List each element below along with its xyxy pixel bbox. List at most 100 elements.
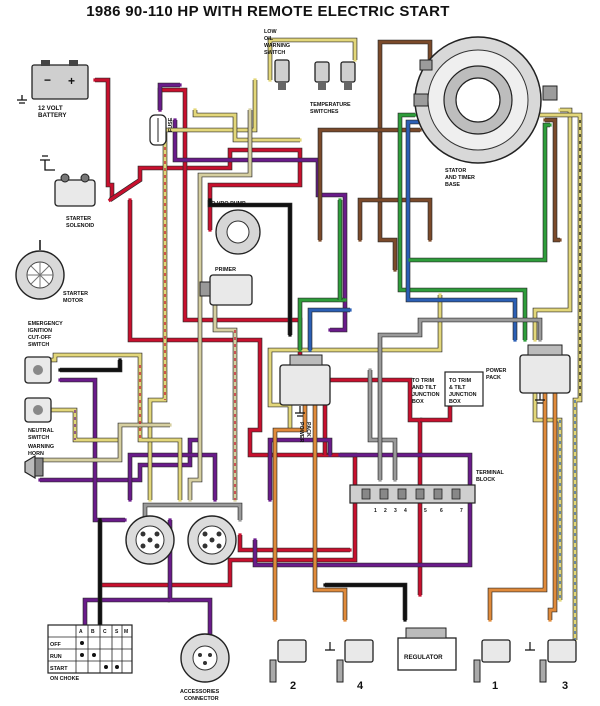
key-start: START	[50, 666, 68, 672]
stator-and-timer-base: STATOR AND TIMER BASE	[413, 36, 558, 188]
emergency-cutoff-switch: EMERGENCY IGNITION CUT-OFF SWITCH	[24, 321, 63, 384]
terminal-block: TERMINAL BLOCK 1 2 3 4 5 6 7	[349, 470, 505, 514]
trim2-label-3: JUNCTION	[449, 392, 477, 398]
ignition-coils: 2 4 1 3	[269, 639, 577, 692]
ground-symbols	[295, 393, 545, 651]
terminal-block-label-1: TERMINAL	[476, 470, 505, 476]
terminal-num-4: 4	[404, 508, 407, 514]
starter-motor-label-1: STARTER	[63, 291, 88, 297]
trim2-label-1: TO TRIM	[449, 378, 472, 384]
battery: − + 12 VOLT BATTERY	[17, 60, 89, 119]
accessories-label-1: ACCESSORIES	[180, 689, 220, 695]
battery-label-1: 12 VOLT	[38, 105, 63, 112]
key-col-a: A	[79, 629, 83, 635]
power-pack-right: POWER PACK	[486, 344, 571, 394]
emergency-label-1: EMERGENCY	[28, 321, 63, 327]
neutral-label-2: SWITCH	[28, 435, 49, 441]
terminal-num-6: 6	[440, 508, 443, 514]
terminal-block-label-2: BLOCK	[476, 477, 495, 483]
fuse-label: FUSE	[168, 117, 174, 132]
remote-connectors	[125, 515, 237, 565]
svg-text:+: +	[68, 74, 75, 88]
starter-motor: STARTER MOTOR	[15, 240, 88, 304]
temperature-label-1: TEMPERATURE	[310, 102, 351, 108]
coil-2-label: 2	[290, 680, 296, 692]
diagram-title: 1986 90-110 HP WITH REMOTE ELECTRIC STAR…	[86, 3, 450, 20]
regulator-label: REGULATOR	[404, 654, 443, 661]
gray-wires	[142, 317, 543, 522]
terminal-num-3: 3	[394, 508, 397, 514]
emergency-label-3: CUT-OFF	[28, 335, 52, 341]
battery-label-2: BATTERY	[38, 112, 67, 119]
low-oil-label-4: SWITCH	[264, 50, 285, 56]
vro-pump-label: TO VRO PUMP	[208, 201, 246, 207]
neutral-label-1: NEUTRAL	[28, 428, 54, 434]
low-oil-warning-switch: LOW OIL WARNING SWITCH	[264, 29, 290, 90]
coil-4-label: 4	[357, 680, 364, 692]
primer: PRIMER	[199, 267, 253, 306]
yellow-wires	[38, 37, 583, 642]
key-off: OFF	[50, 642, 61, 648]
orange-wires	[272, 383, 558, 622]
key-col-c: C	[103, 629, 107, 635]
power-pack-left-label-2: PACK	[305, 422, 311, 437]
starter-solenoid: STARTER SOLENOID	[40, 155, 96, 229]
low-oil-label-1: LOW	[264, 29, 277, 35]
key-col-b: B	[91, 629, 95, 635]
starter-solenoid-label-1: STARTER	[66, 216, 91, 222]
horn-label-1: WARNING	[28, 444, 54, 450]
stator-label-1: STATOR	[445, 168, 466, 174]
key-col-s: S	[115, 629, 119, 635]
emergency-label-4: SWITCH	[28, 342, 49, 348]
key-run: RUN	[50, 654, 62, 660]
green-blue-wires	[297, 112, 552, 352]
trim1-label-1: TO TRIM	[412, 378, 435, 384]
trim1-label-2: AND TILT	[412, 385, 437, 391]
accessories-label-2: CONNECTOR	[184, 696, 219, 702]
coil-3-label: 3	[562, 680, 568, 692]
power-pack-left-label-1: POWER	[298, 422, 304, 442]
neutral-switch: NEUTRAL SWITCH	[24, 397, 54, 441]
coil-1: 1	[473, 639, 511, 692]
primer-label: PRIMER	[215, 267, 236, 273]
coil-2: 2	[269, 639, 307, 692]
warning-horn: WARNING HORN	[24, 444, 54, 480]
key-col-m: M	[124, 629, 128, 635]
starter-solenoid-label-2: SOLENOID	[66, 223, 94, 229]
red-wires	[93, 77, 453, 597]
coil-1-label: 1	[492, 680, 498, 692]
stator-label-2: AND TIMER	[445, 175, 475, 181]
low-oil-label-2: OIL	[264, 36, 274, 42]
power-pack-right-label-1: POWER	[486, 368, 506, 374]
accessories-connector: ACCESSORIES CONNECTOR	[180, 633, 230, 702]
vro-pump: TO VRO PUMP	[208, 201, 261, 255]
power-pack-left: POWER PACK	[279, 354, 331, 442]
terminal-num-2: 2	[384, 508, 387, 514]
trim1-label-3: JUNCTION	[412, 392, 440, 398]
horn-label-2: HORN	[28, 451, 44, 457]
regulator: REGULATOR	[397, 627, 457, 671]
trim2-label-2: & TILT	[449, 385, 466, 391]
terminal-num-1: 1	[374, 508, 377, 514]
low-oil-label-3: WARNING	[264, 43, 290, 49]
temperature-switches: TEMPERATURE SWITCHES	[310, 61, 356, 115]
trim1-label-4: BOX	[412, 399, 424, 405]
trim2-label-4: BOX	[449, 399, 461, 405]
stator-label-3: BASE	[445, 182, 460, 188]
coil-4: 4	[336, 639, 374, 692]
terminal-num-5: 5	[424, 508, 427, 514]
brown-wires	[317, 39, 562, 272]
black-wires	[58, 198, 408, 642]
coil-3: 3	[539, 639, 577, 692]
wire-layer	[38, 37, 583, 642]
terminal-num-7: 7	[460, 508, 463, 514]
power-pack-right-label-2: PACK	[486, 375, 501, 381]
emergency-label-2: IGNITION	[28, 328, 52, 334]
key-switch-table: OFF RUN START ON CHOKE A B C S M	[47, 624, 133, 682]
trim-tilt-labels: TO TRIM AND TILT JUNCTION BOX TO TRIM & …	[412, 371, 484, 407]
key-on-choke: ON CHOKE	[50, 676, 79, 682]
starter-motor-label-2: MOTOR	[63, 298, 83, 304]
svg-text:−: −	[44, 73, 51, 87]
temperature-label-2: SWITCHES	[310, 109, 339, 115]
